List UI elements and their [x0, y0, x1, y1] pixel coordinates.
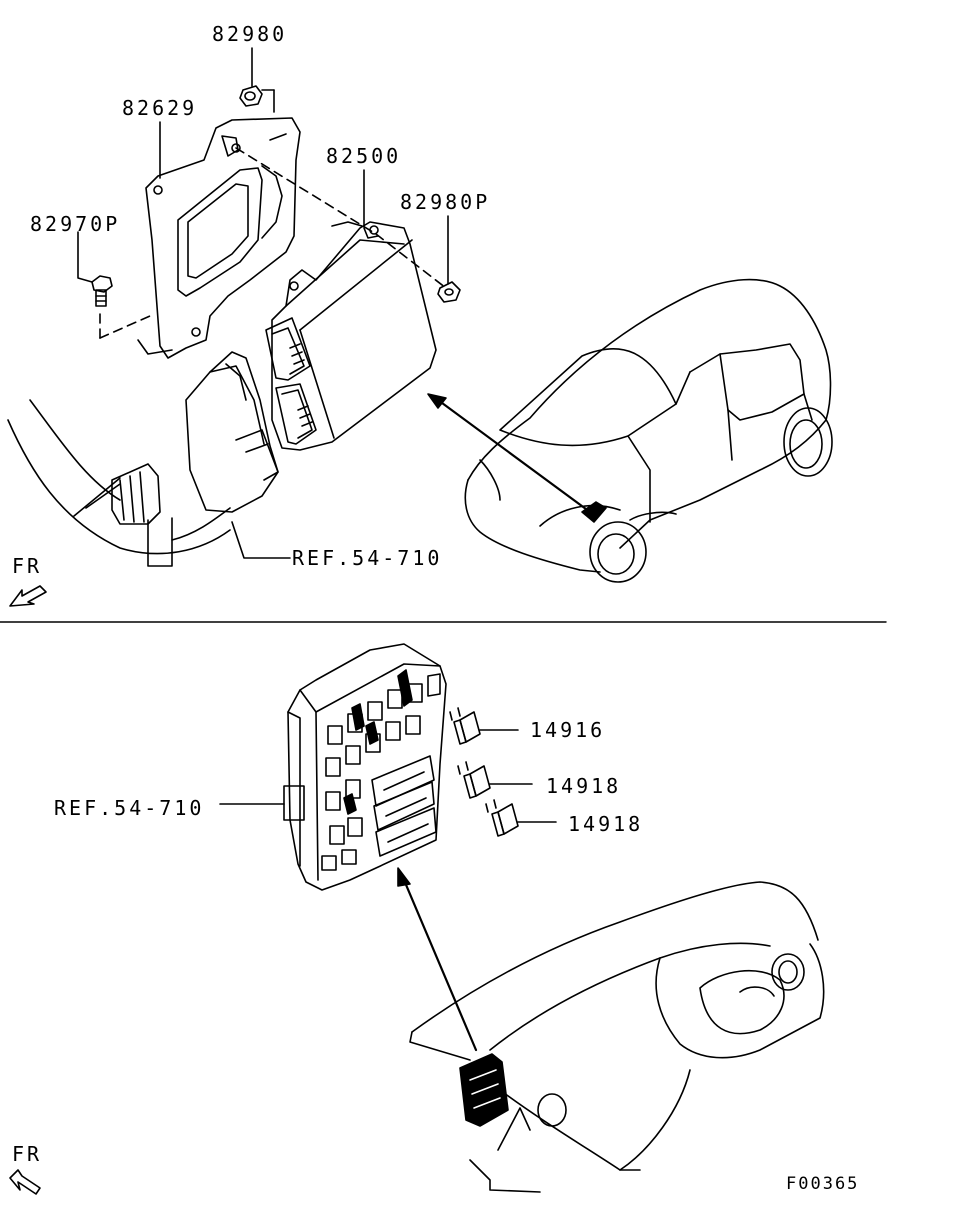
label-82629: 82629 [122, 96, 198, 120]
label-82500: 82500 [326, 144, 402, 168]
label-14918-b: 14918 [568, 812, 644, 836]
relay-14918b-icon [486, 800, 518, 836]
label-ref-top: REF.54-710 [292, 546, 443, 570]
leader-82970p [78, 232, 92, 282]
nut-82980p-icon [438, 282, 460, 302]
bracket-82629 [138, 118, 300, 358]
bolt-82970p-icon [92, 276, 112, 306]
front-arrow-top-icon [10, 586, 46, 606]
car-illustration [465, 280, 832, 582]
junction-block [284, 644, 446, 890]
label-14918-a: 14918 [546, 774, 622, 798]
relay-14918a-icon [458, 762, 490, 798]
figure-code: F00365 [786, 1174, 860, 1194]
label-82980: 82980 [212, 22, 288, 46]
nut-82980-icon [240, 86, 274, 112]
label-fr-top: FR [12, 554, 43, 578]
label-ref-bottom: REF.54-710 [54, 796, 205, 820]
label-82980p: 82980P [400, 190, 491, 214]
dashboard-illustration [410, 882, 824, 1192]
relay-14916-icon [450, 708, 480, 744]
label-fr-bottom: FR [12, 1142, 43, 1166]
label-14916: 14916 [530, 718, 606, 742]
location-arrow-bottom [398, 868, 476, 1050]
location-arrow-top [428, 394, 590, 512]
leader-ref-top [232, 522, 290, 558]
front-arrow-bottom-icon [10, 1170, 40, 1194]
wire-harness-top [8, 352, 278, 566]
label-82970p: 82970P [30, 212, 121, 236]
ecu-82500 [266, 222, 436, 450]
